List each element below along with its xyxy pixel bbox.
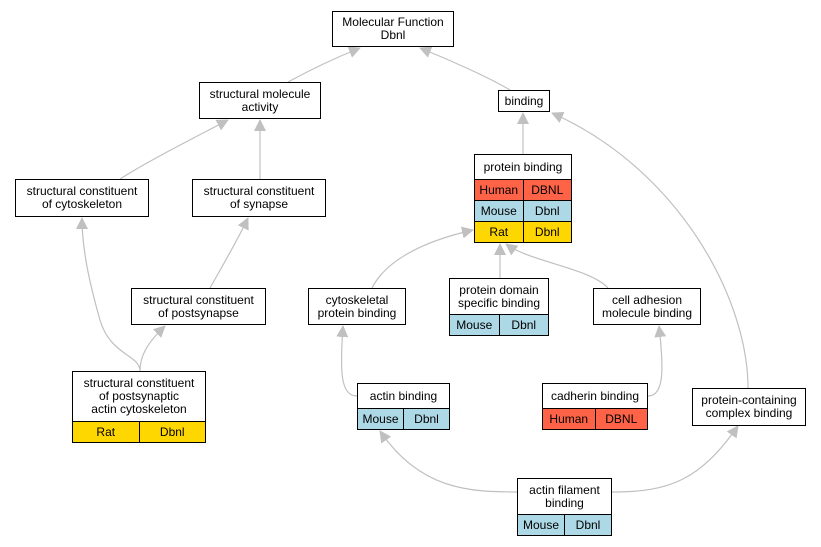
gene-symbol: Dbnl	[564, 515, 611, 535]
species-name: Mouse	[480, 203, 517, 218]
species-row: Rat Dbnl	[73, 421, 205, 442]
gene-symbol: Dbnl	[498, 315, 549, 335]
node-label-line: cell adhesion	[611, 292, 683, 307]
node-label-line: protein binding	[317, 305, 397, 320]
gene-symbol: Dbnl	[138, 422, 206, 442]
node-label-line: cadherin binding	[550, 388, 640, 403]
node-label-line: protein-containing	[701, 393, 797, 407]
species-name: Rat	[96, 424, 116, 439]
node-label-line: of postsynaptic	[98, 389, 180, 403]
node-binding[interactable]: binding	[498, 90, 550, 112]
gene-symbol: Dbnl	[403, 409, 449, 429]
node-label-line: cytoskeletal	[325, 292, 389, 307]
species-row: Mouse Dbnl	[475, 200, 571, 221]
edge-afb-to-ab	[379, 430, 518, 493]
node-label-line: structural molecule	[209, 86, 311, 101]
species-name: Mouse	[522, 517, 560, 532]
gene-symbol: DBNL	[594, 409, 648, 429]
edge-scpac-to-scp	[139, 325, 166, 372]
node-label-line: of synapse	[229, 197, 289, 211]
node-label-line: complex binding	[705, 406, 793, 420]
species-name: Human	[479, 182, 519, 197]
species-row: Rat Dbnl	[475, 221, 571, 242]
node-label-line: structural constituent	[203, 184, 315, 198]
node-label: actin binding	[358, 384, 449, 408]
node-label-line: structural constituent	[26, 184, 138, 198]
node-label-line: protein binding	[483, 159, 563, 174]
edge-scc-to-sma	[119, 119, 229, 180]
edge-cb-to-camb	[647, 325, 667, 397]
node-label: cadherin binding	[543, 384, 647, 408]
species-row: Mouse Dbnl	[358, 408, 449, 429]
node-label-line: actin cytoskeleton	[91, 402, 187, 416]
species-row: Human DBNL	[543, 408, 647, 429]
edge-sma-to-root	[287, 46, 361, 83]
species-name: Human	[549, 411, 589, 426]
node-label-line: binding	[504, 93, 544, 108]
species-row: Mouse Dbnl	[518, 514, 611, 535]
species-name: Mouse	[456, 317, 493, 332]
node-label-line: Molecular Function	[342, 15, 444, 29]
edge-ab-to-cpb	[336, 325, 358, 397]
gene-symbol: DBNL	[522, 180, 572, 200]
edge-scp-to-scs	[209, 217, 249, 289]
node-label-line: specific binding	[457, 295, 541, 310]
edge-pccb-to-binding	[551, 112, 749, 389]
species-row: Mouse Dbnl	[450, 314, 548, 335]
species-name: Mouse	[362, 411, 399, 426]
species-name: Rat	[489, 224, 509, 239]
node-label-line: protein domain	[459, 282, 539, 297]
node-label: protein binding	[475, 155, 571, 179]
edge-camb-to-pb	[505, 243, 609, 289]
node-label-line: activity	[241, 99, 279, 114]
node-label-line: of postsynapse	[158, 305, 239, 320]
gene-symbol: Dbnl	[522, 222, 572, 242]
edge-scpac-to-scc	[76, 217, 141, 372]
node-label-line: structural constituent	[83, 376, 195, 390]
node-label: binding	[499, 91, 549, 111]
edge-cpb-to-pb	[371, 226, 474, 289]
node-label-line: structural constituent	[143, 292, 254, 307]
node-label-line: molecule binding	[601, 305, 693, 320]
node-label-line: actin binding	[369, 388, 438, 403]
edge-binding-to-root	[419, 46, 511, 91]
edge-afb-to-pccb	[611, 425, 739, 493]
node-label-line: of cytoskeleton	[41, 197, 123, 211]
node-label-line: Dbnl	[380, 28, 406, 42]
node-label-line: actin filament	[529, 482, 600, 497]
node-label-line: binding	[545, 495, 584, 510]
gene-symbol: Dbnl	[522, 201, 572, 221]
